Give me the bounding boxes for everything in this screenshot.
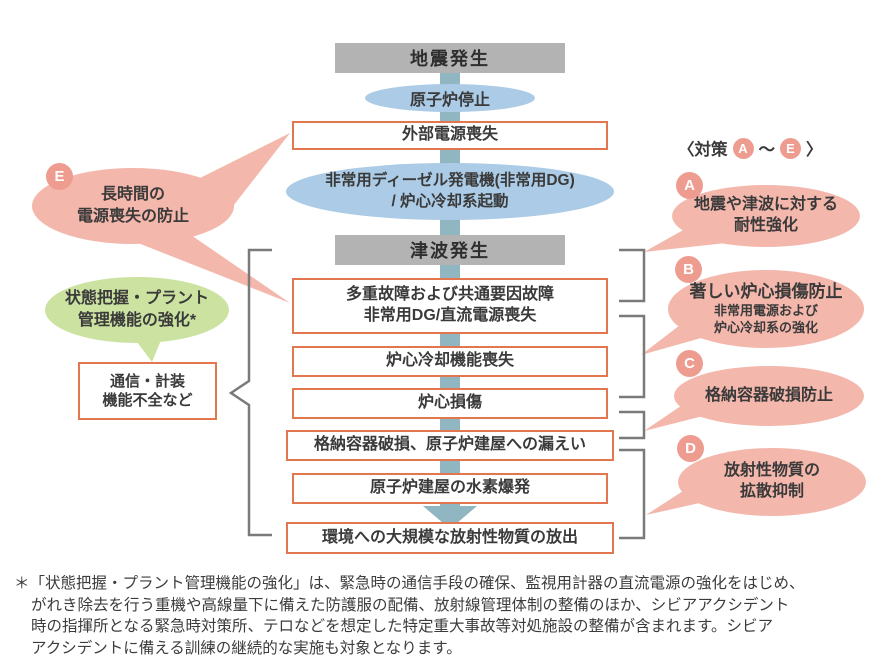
core-damage-label: 炉心損傷 [417, 394, 482, 412]
green-bubble-line2: 管理機能の強化* [77, 312, 197, 329]
dg-line2: / 炉心冷却系起動 [391, 192, 509, 210]
box-earthquake: 地震発生 [335, 43, 565, 73]
bubble-d-line1: 放射性物質の [723, 462, 820, 480]
footnote-line3: 時の指揮所となる緊急時対策所、テロなどを想定した特定重大事故等対処施設の整備が含… [31, 618, 773, 636]
badge-c: C [676, 350, 703, 377]
badge-b-letter: B [683, 261, 694, 278]
legend-badge-a: A [732, 137, 754, 159]
reactor-stop-label: 原子炉停止 [409, 92, 490, 109]
box-multi-failure: 多重故障および共通要因故障 非常用DG/直流電源喪失 [292, 278, 608, 334]
footnote-line2: がれき除去を行う重機や高線量下に備えた防護服の配備、放射線管理体制の整備のほか、… [31, 596, 790, 614]
box-containment-damage: 格納容器破損、原子炉建屋への漏えい [286, 430, 614, 461]
multi-failure-line2: 非常用DG/直流電源喪失 [363, 307, 537, 324]
dg-line1: 非常用ディーゼル発電機(非常用DG) [325, 171, 575, 189]
bubble-a-line2: 耐性強化 [733, 217, 798, 234]
bubble-d: 放射性物質の 拡散抑制 [678, 448, 866, 516]
badge-a: A [676, 172, 703, 199]
right-bracket-c [619, 410, 646, 440]
legend-badge-e-letter: E [786, 140, 795, 156]
badge-c-letter: C [684, 355, 695, 372]
hydrogen-explosion-label: 原子炉建屋の水素爆発 [369, 479, 530, 497]
down-arrow-icon [423, 506, 477, 529]
box-radioactive-release: 環境への大規模な放射性物質の放出 [286, 522, 614, 554]
footnote-line1: ＊「状態把握・プラント管理機能の強化」は、緊急時の通信手段の確保、監視用計器の直… [14, 575, 805, 592]
box-external-power-loss: 外部電源喪失 [292, 121, 608, 150]
bubble-b-sub2: 炉心冷却系の強化 [713, 319, 818, 335]
badge-e: E [46, 163, 73, 190]
legend-badge-e: E [780, 137, 801, 159]
external-power-loss-label: 外部電源喪失 [401, 126, 498, 144]
ellipse-reactor-stop: 原子炉停止 [365, 84, 535, 112]
bubble-a-line1: 地震や津波に対する [693, 196, 838, 214]
bubble-c: 格納容器破損防止 [674, 366, 864, 426]
legend-measures: 〈対策 A ～ E 〉 [678, 136, 823, 160]
footnote: ＊「状態把握・プラント管理機能の強化」は、緊急時の通信手段の確保、監視用計器の直… [14, 573, 866, 660]
box-communication-failure: 通信・計装 機能不全など [78, 362, 217, 420]
right-bracket-a [619, 248, 646, 303]
box-core-damage: 炉心損傷 [292, 388, 608, 419]
legend-suffix: 〉 [806, 141, 823, 159]
comm-box-line2: 機能不全など [102, 392, 193, 409]
comm-box-line1: 通信・計装 [109, 372, 185, 390]
multi-failure-line1: 多重故障および共通要因故障 [345, 286, 554, 304]
left-brace [228, 248, 272, 537]
box-hydrogen-explosion: 原子炉建屋の水素爆発 [292, 473, 608, 504]
bubble-b-title: 著しい炉心損傷防止 [689, 282, 843, 302]
radioactive-release-label: 環境への大規模な放射性物質の放出 [321, 528, 578, 546]
box-earthquake-label: 地震発生 [410, 49, 490, 69]
ellipse-emergency-dg: 非常用ディーゼル発電機(非常用DG) / 炉心冷却系起動 [286, 163, 614, 220]
badge-a-letter: A [684, 177, 695, 194]
right-bracket-d [619, 448, 646, 540]
bubble-e-line1: 長時間の [100, 185, 165, 203]
right-bracket-b [619, 314, 646, 399]
footnote-line4: アクシデントに備える訓練の継続的な実施も対象となります。 [31, 640, 462, 658]
bubble-e: 長時間の 電源喪失の防止 [32, 168, 234, 244]
bubble-d-line2: 拡散抑制 [739, 483, 804, 500]
bubble-status-management: 状態把握・プラント 管理機能の強化* [45, 277, 229, 343]
green-bubble-line1: 状態把握・プラント [64, 290, 209, 308]
badge-b: B [675, 256, 702, 283]
badge-d-letter: D [685, 440, 696, 457]
containment-damage-label: 格納容器破損、原子炉建屋への漏えい [313, 436, 586, 454]
legend-badge-a-letter: A [738, 140, 748, 156]
bubble-a: 地震や津波に対する 耐性強化 [672, 185, 860, 247]
bubble-b-sub1: 非常用電源および [713, 302, 818, 318]
badge-e-letter: E [54, 168, 65, 185]
box-tsunami-label: 津波発生 [410, 241, 490, 261]
cooling-loss-label: 炉心冷却機能喪失 [385, 352, 514, 370]
legend-prefix: 〈対策 [678, 141, 728, 159]
badge-d: D [677, 435, 704, 462]
bubble-e-tail-lower [138, 222, 290, 303]
bubble-b: 著しい炉心損傷防止 非常用電源および 炉心冷却系の強化 [668, 270, 864, 348]
box-tsunami: 津波発生 [335, 235, 565, 265]
box-cooling-loss: 炉心冷却機能喪失 [292, 346, 608, 377]
bubble-e-line2: 電源喪失の防止 [76, 208, 189, 225]
bubble-c-line1: 格納容器破損防止 [704, 386, 833, 404]
legend-tilde: ～ [758, 141, 776, 159]
